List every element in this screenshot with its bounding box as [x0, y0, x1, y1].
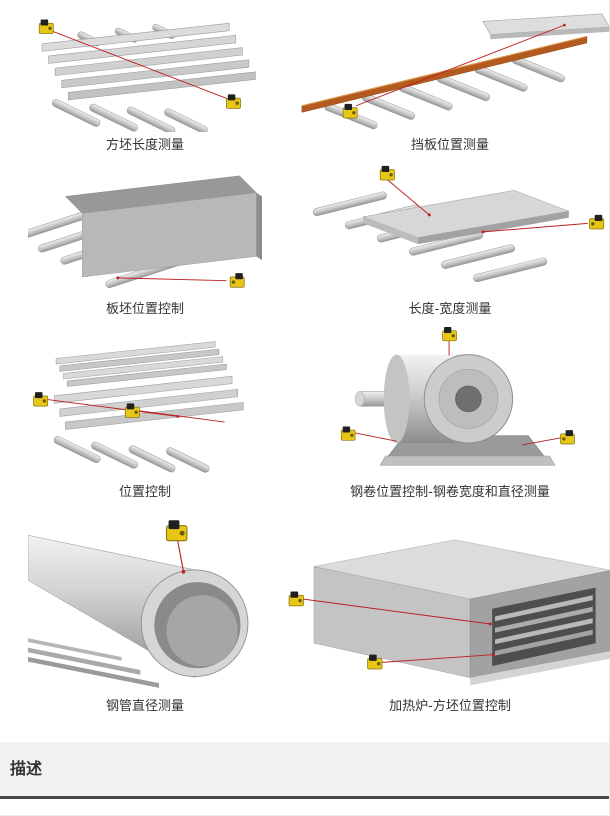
laser-beam	[355, 432, 397, 442]
laser-spot	[481, 229, 485, 233]
floor-ledge	[470, 650, 610, 686]
rollers	[51, 99, 208, 132]
applications-gallery: 方坯长度测量	[0, 8, 610, 725]
laser-beam	[521, 437, 563, 446]
coil-back-cap	[383, 354, 410, 444]
laser-sensor-icon	[33, 391, 49, 407]
application-figure-baffle-position: 挡板位置测量	[290, 8, 610, 164]
slab-position-illustration	[28, 175, 262, 288]
laser-beam	[387, 179, 430, 215]
laser-beam	[47, 399, 178, 418]
illustration-furnace	[285, 511, 610, 693]
billet-highlight	[301, 35, 588, 107]
illustration-caption: 方坯长度测量	[105, 138, 184, 153]
illustration-baffle-position	[285, 12, 610, 132]
laser-sensor-icon	[560, 429, 575, 445]
laser-beam	[482, 222, 588, 232]
coil-position-illustration	[340, 327, 575, 466]
laser-beam	[303, 598, 491, 625]
stand-base	[379, 455, 556, 466]
laser-sensor-icon	[442, 327, 457, 342]
illustration-slab-position	[28, 168, 262, 296]
billets	[53, 376, 244, 431]
laser-beam	[356, 24, 565, 107]
slab-front-edge	[417, 210, 569, 244]
billet-length-illustration	[38, 18, 256, 132]
laser-beam	[381, 653, 494, 663]
laser-sensor-icon	[340, 426, 356, 441]
laser-sensor-icon	[225, 93, 241, 109]
coil-bore	[455, 385, 482, 413]
laser-spot	[181, 569, 186, 574]
laser-sensor-icon	[38, 18, 54, 34]
application-figure-slab-position: 板坯位置控制	[0, 164, 290, 328]
application-figure-billet-length: 方坯长度测量	[0, 8, 290, 164]
ribbed-panel	[55, 341, 227, 387]
illustration-caption: 位置控制	[118, 485, 171, 501]
application-figure-position-control: 位置控制	[0, 327, 290, 511]
floor-grating	[28, 638, 160, 688]
illustration-caption: 板坯位置控制	[105, 301, 184, 317]
application-figure-length-width: 长度-宽度测量	[290, 164, 610, 328]
laser-sensor-icon	[165, 519, 188, 542]
billets-inside	[495, 595, 593, 656]
laser-sensor-icon	[229, 272, 245, 288]
rollers	[53, 436, 210, 473]
slab-top-face	[362, 189, 570, 238]
illustration-pipe-diameter	[28, 517, 262, 693]
baffle-position-illustration	[301, 13, 610, 130]
application-figure-coil-position: 钢卷位置控制-钢卷宽度和直径测量	[290, 327, 610, 511]
pipe-diameter-illustration	[28, 519, 249, 688]
laser-sensor-icon	[342, 103, 358, 119]
laser-beam	[117, 276, 227, 281]
laser-sensor-icon	[379, 165, 395, 181]
laser-sensor-icon	[288, 590, 304, 607]
rollers	[324, 56, 566, 130]
illustration-position-control	[28, 337, 262, 479]
laser-spot	[491, 652, 495, 656]
illustration-caption: 长度-宽度测量	[408, 301, 492, 317]
application-figure-furnace: 加热炉-方坯位置控制	[288, 511, 610, 725]
billets	[41, 22, 256, 101]
baffle-edge	[490, 27, 610, 40]
laser-spot	[562, 23, 566, 27]
illustration-caption: 钢卷位置控制-钢卷宽度和直径测量	[350, 485, 550, 501]
illustration-caption: 挡板位置测量	[410, 138, 489, 153]
slab-side-face	[256, 192, 262, 260]
illustration-billet-length	[28, 8, 262, 132]
laser-spot	[488, 622, 492, 626]
illustration-length-width	[285, 164, 610, 296]
axle-cap	[354, 391, 365, 407]
laser-beam	[139, 410, 225, 423]
illustration-coil-position	[285, 327, 610, 479]
length-width-illustration	[312, 165, 605, 282]
laser-spot	[427, 212, 431, 217]
furnace-illustration	[288, 539, 610, 686]
section-title: 描述	[10, 759, 43, 779]
application-figure-pipe-diameter: 钢管直径测量	[0, 511, 290, 725]
laser-beam	[53, 31, 229, 100]
illustration-caption: 钢管直径测量	[105, 698, 184, 714]
pipe-inner-wall	[166, 594, 238, 667]
laser-spot	[116, 275, 120, 279]
laser-sensor-icon	[589, 214, 605, 230]
illustration-caption: 加热炉-方坯位置控制	[389, 698, 511, 714]
laser-beam	[177, 540, 184, 571]
position-control-illustration	[33, 341, 244, 473]
description-section-header: 描述	[0, 742, 609, 800]
slab-left-edge	[363, 216, 418, 244]
